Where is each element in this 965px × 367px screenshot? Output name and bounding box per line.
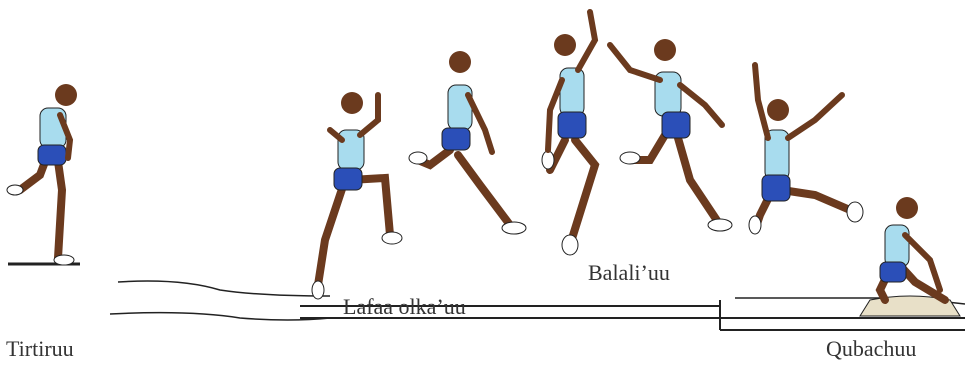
- flight-label: Balali’uu: [588, 260, 670, 285]
- takeoff-figure: [311, 92, 403, 300]
- landing-figure: [875, 197, 949, 304]
- runway: [8, 262, 965, 331]
- flight-figure-4: [748, 62, 864, 235]
- run-up-label: Tirtiruu: [6, 336, 74, 361]
- runner-figure: [6, 84, 77, 266]
- takeoff-label: Lafaa olka’uu: [343, 294, 466, 319]
- landing-label: Qubachuu: [826, 336, 917, 361]
- flight-figure-2: [541, 9, 600, 256]
- flight-figure-3: [607, 39, 733, 232]
- flight-figure-1: [408, 51, 527, 235]
